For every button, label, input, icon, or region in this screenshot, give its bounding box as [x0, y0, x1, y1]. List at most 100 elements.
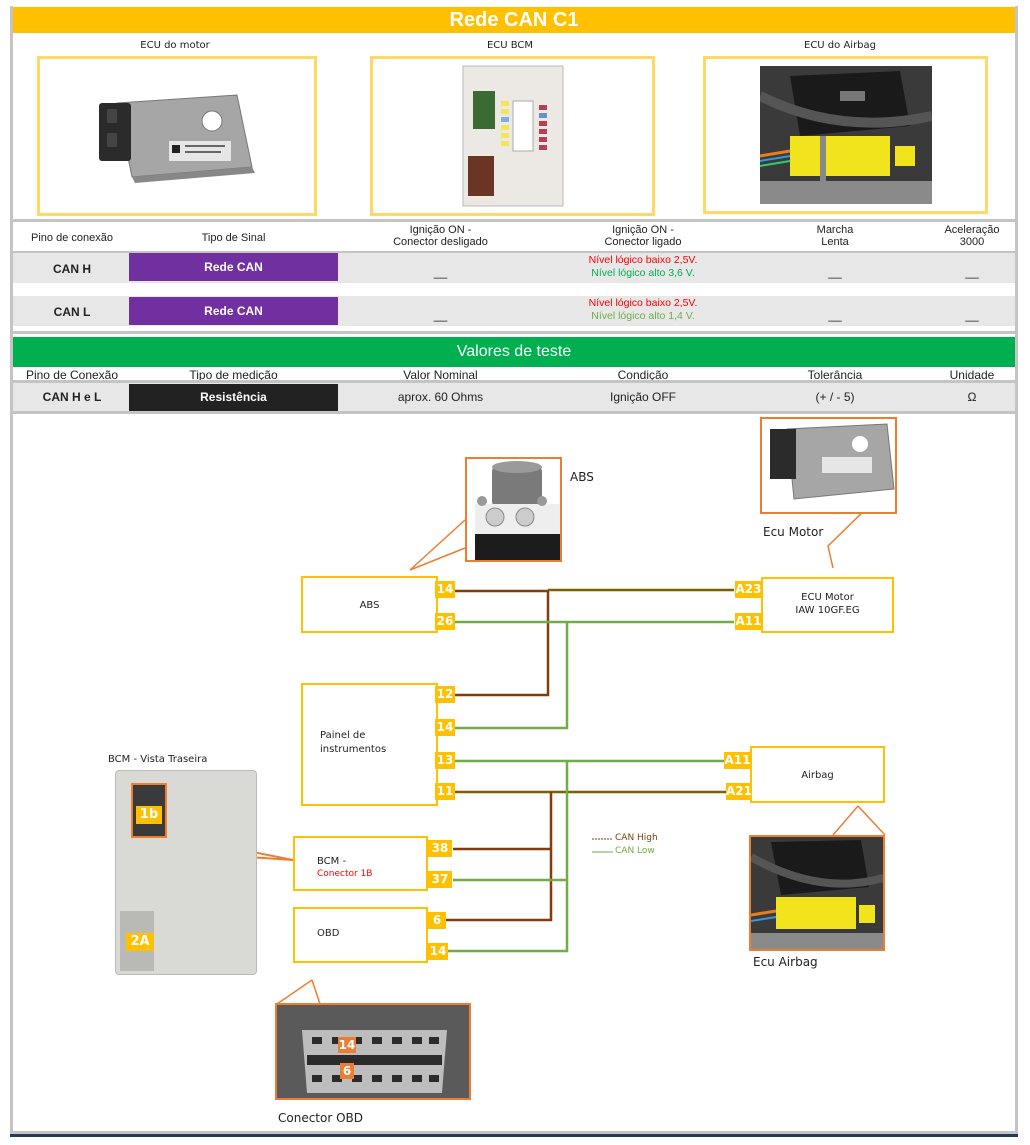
- ecu-airbag-image: [759, 66, 932, 204]
- ecu-motor-diagram-photo: [760, 417, 897, 514]
- tv-tolerance: (+ / - 5): [815, 390, 855, 404]
- abs-photo: [465, 457, 562, 562]
- painel-label-2: instrumentos: [320, 744, 387, 755]
- airbag-diagram-photo: [749, 835, 885, 951]
- bcm-tag-2a: 2A: [126, 933, 154, 951]
- cell-pin: CAN L: [53, 305, 91, 319]
- obd-callout: [311, 979, 321, 1005]
- level-high: Nível lógico alto 1,4 V.: [591, 310, 695, 322]
- can-high-wires: [445, 588, 734, 922]
- painel-box: Painel de instrumentos: [301, 683, 438, 806]
- cell-pin: CAN H: [53, 262, 91, 276]
- abs-box-label: ABS: [359, 600, 380, 611]
- abs-unit-image: [475, 461, 560, 560]
- tv-th-unidade: Unidade: [949, 368, 995, 382]
- tv-th-tolerancia: Tolerância: [807, 368, 863, 382]
- ecu-airbag-photo: [703, 56, 988, 214]
- level-low: Nível lógico baixo 2,5V.: [588, 254, 698, 266]
- th-marcha-l1: Marcha: [816, 224, 854, 236]
- tv-unit: Ω: [967, 390, 977, 404]
- obd-photo-label: Conector OBD: [278, 1111, 364, 1125]
- cell-idle: __: [828, 265, 842, 279]
- ecu-bcm-label: ECU BCM: [486, 40, 534, 51]
- cell-idle: __: [828, 308, 842, 322]
- cell-accel: __: [965, 308, 979, 322]
- airbag-callout: [857, 805, 886, 836]
- obd-box: OBD: [293, 907, 428, 963]
- th-ign-off-l2: Conector desligado: [393, 236, 488, 248]
- wiring-svg: [171, 504, 886, 1005]
- pin-abs-26: 26: [435, 613, 455, 630]
- pin-obd-14: 14: [428, 943, 448, 960]
- painel-label-1: Painel de: [320, 730, 366, 741]
- pin-painel-11: 11: [435, 783, 455, 800]
- cell-ign-off: __: [433, 265, 448, 279]
- pin-ecu-a11: A11: [735, 613, 762, 630]
- tv-condition: Ignição OFF: [609, 390, 677, 404]
- obd-port-image: [277, 1005, 469, 1098]
- pin-bcm-37: 37: [428, 871, 452, 888]
- th-ign-on: Ignição ON - Conector ligado: [543, 224, 743, 248]
- can-low-wires: [445, 620, 734, 953]
- cell-ign-on: Nível lógico baixo 2,5V. Nível lógico al…: [543, 254, 743, 280]
- abs-box: ABS: [301, 576, 438, 633]
- page-title: Rede CAN C1: [13, 7, 1015, 33]
- ecu-motor-label: ECU do motor: [140, 40, 210, 51]
- cell-ign-on: Nível lógico baixo 2,5V. Nível lógico al…: [543, 297, 743, 323]
- ecu-motor-box: ECU Motor IAW 10GF.EG: [761, 577, 894, 633]
- th-marcha: Marcha Lenta: [770, 224, 900, 248]
- th-tipo: Tipo de Sinal: [201, 232, 266, 244]
- obd-tag-6: 6: [340, 1063, 354, 1079]
- pin-painel-13: 13: [435, 752, 455, 769]
- ecu-motor-image: [99, 94, 255, 183]
- airbag-box: Airbag: [750, 746, 885, 803]
- pin-obd-6: 6: [428, 912, 446, 929]
- tv-th-pino: Pino de Conexão: [25, 368, 119, 382]
- pin-painel-14: 14: [435, 719, 455, 736]
- ecu-motor-box-label-1: ECU Motor: [801, 592, 854, 603]
- th-ign-on-l1: Ignição ON -: [612, 224, 674, 236]
- tv-nominal: aprox. 60 Ohms: [397, 390, 484, 404]
- ecu-motor-photo: [37, 56, 317, 216]
- test-values-title: Valores de teste: [13, 337, 1015, 367]
- obd-tag-14: 14: [338, 1037, 356, 1053]
- bcm-rear-photo: 1b 2A: [115, 770, 257, 975]
- ecu-airbag-label: ECU do Airbag: [804, 40, 876, 51]
- tv-type-badge: Resistência: [129, 384, 338, 411]
- level-high: Nível lógico alto 3,6 V.: [591, 267, 695, 279]
- divider: [13, 331, 1015, 334]
- pin-bcm-38: 38: [428, 840, 452, 857]
- wire-painel-14: [453, 622, 569, 730]
- airbag-small-image: [751, 837, 883, 949]
- obd-box-label: OBD: [317, 928, 340, 939]
- legend-can-high: CAN High: [615, 833, 658, 843]
- pin-airbag-a21: A21: [726, 783, 752, 800]
- bcm-label-2: Conector 1B: [317, 869, 373, 879]
- divider: [13, 219, 1015, 222]
- wiring-diagram: ABS Ecu Motor ABS 14 26 ECU Motor IAW 10…: [13, 415, 1015, 1134]
- th-ign-off: Ignição ON - Conector desligado: [338, 224, 543, 248]
- obd-connector-photo: 14 6: [275, 1003, 471, 1100]
- abs-callout: [409, 519, 466, 571]
- airbag-box-label: Airbag: [801, 770, 834, 781]
- legend-can-low: CAN Low: [615, 846, 655, 856]
- ecu-motor-small-image: [770, 423, 895, 500]
- abs-callout: [409, 547, 466, 571]
- bcm-label-1: BCM -: [317, 856, 347, 867]
- tv-pin: CAN H e L: [42, 390, 102, 404]
- airbag-callout: [832, 805, 859, 836]
- ecu-bcm-image: [462, 65, 563, 207]
- pin-ecu-a23: A23: [735, 581, 762, 598]
- tv-th-nominal: Valor Nominal: [403, 368, 478, 382]
- bcm-photo-label: BCM - Vista Traseira: [108, 754, 208, 765]
- tv-th-condicao: Condição: [617, 368, 669, 382]
- tv-th-tipo: Tipo de medição: [189, 368, 278, 382]
- pin-painel-12: 12: [435, 686, 455, 703]
- signal-type-badge: Rede CAN: [129, 253, 338, 281]
- bcm-tag-1b: 1b: [136, 806, 162, 824]
- airbag-photo-label: Ecu Airbag: [753, 955, 818, 969]
- ecu-motor-box-label-2: IAW 10GF.EG: [795, 605, 860, 616]
- bcm-box-label: BCM - Conector 1B: [317, 855, 372, 881]
- th-marcha-l2: Lenta: [821, 236, 849, 248]
- th-pino: Pino de conexão: [31, 232, 113, 244]
